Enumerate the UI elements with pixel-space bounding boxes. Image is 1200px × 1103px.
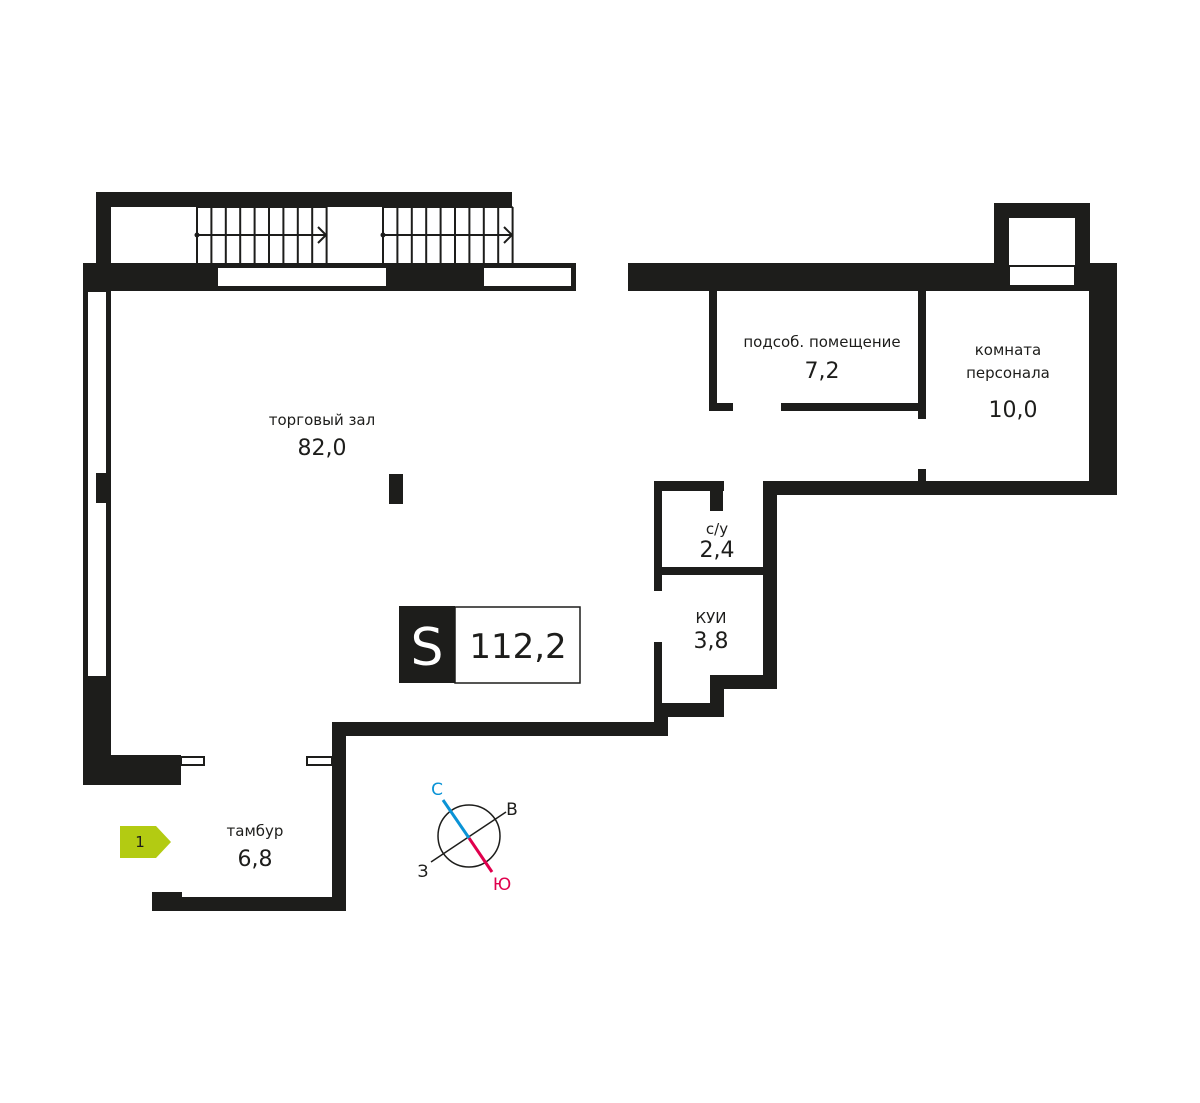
partition (654, 642, 662, 712)
window (216, 266, 388, 288)
wall-segment (83, 755, 181, 785)
wall-segment (96, 473, 111, 503)
wall-segment (152, 897, 346, 911)
room-area: 3,8 (694, 629, 729, 654)
column (389, 474, 403, 504)
room-area: 7,2 (805, 359, 840, 384)
room-vestibule: тамбур 6,8 (227, 822, 284, 872)
entrance-marker: 1 (120, 826, 171, 858)
inner-partitions (389, 291, 926, 712)
room-area: 6,8 (238, 847, 273, 872)
room-area: 2,4 (700, 538, 735, 563)
door-jamb (306, 756, 333, 766)
room-label: с/у (706, 520, 728, 538)
entrance-number: 1 (135, 833, 145, 851)
north-wall-left (83, 263, 576, 291)
wall-segment (994, 203, 1009, 273)
wall-segment (763, 481, 1117, 495)
staircase-right (380, 206, 514, 263)
partition (654, 481, 662, 591)
stair-arrow-icon (503, 226, 514, 244)
room-area: 10,0 (989, 398, 1038, 423)
stair-arrow-icon (317, 226, 328, 244)
room-label-line2: персонала (966, 364, 1050, 382)
room-label: тамбур (227, 822, 284, 840)
wall-segment (1075, 203, 1090, 273)
compass-north-line (441, 799, 471, 839)
partition (654, 481, 724, 491)
partition (918, 469, 926, 489)
door-jamb (180, 756, 205, 766)
wall-segment (1089, 263, 1117, 495)
wall-segment (710, 675, 777, 689)
wall-segment (96, 192, 111, 264)
stair-enclosure (96, 192, 512, 264)
wall-segment (654, 703, 724, 717)
area-letter-box (399, 606, 455, 683)
west-wall (83, 290, 205, 785)
wall-segment (763, 481, 777, 689)
total-area-badge: S 112,2 (399, 606, 581, 684)
wall-segment (332, 722, 668, 736)
compass-east-label: В (506, 800, 518, 820)
compass-south-line (467, 837, 494, 873)
wall-segment (152, 892, 182, 911)
partition (710, 481, 723, 511)
compass-circle (437, 804, 501, 868)
room-sales-hall: торговый зал 82,0 (269, 411, 375, 461)
entrance-arrow-icon (120, 826, 171, 858)
room-label: торговый зал (269, 411, 375, 429)
partition (709, 403, 733, 411)
window (482, 266, 573, 288)
room-staff: комната персонала 10,0 (966, 341, 1050, 423)
area-letter: S (410, 618, 443, 678)
total-area-value: 112,2 (469, 627, 566, 667)
room-label-line1: комната (975, 341, 1041, 359)
compass-south-label: Ю (493, 875, 511, 895)
south-wall (332, 263, 1117, 736)
partition (781, 403, 920, 411)
room-utility: подсоб. помещение 7,2 (743, 333, 900, 384)
partition (654, 567, 770, 575)
room-label: подсоб. помещение (743, 333, 900, 351)
wall-segment (96, 192, 512, 207)
north-wall-right (628, 203, 1117, 291)
stair-start-dot (380, 232, 386, 238)
partition (709, 291, 717, 411)
shaft-opening (1009, 218, 1075, 266)
room-label: КУИ (695, 609, 726, 627)
staircase-left (194, 206, 328, 263)
compass: С В З Ю (418, 780, 518, 895)
compass-north-label: С (431, 780, 443, 800)
room-cleaning: КУИ 3,8 (694, 609, 729, 654)
wall-segment (332, 722, 346, 911)
wall-segment (994, 203, 1090, 218)
room-wc: с/у 2,4 (700, 520, 735, 563)
partition (918, 291, 926, 419)
compass-west-label: З (418, 862, 429, 882)
vestibule-walls (152, 722, 346, 911)
area-value-box (454, 606, 581, 684)
stair-start-dot (194, 232, 200, 238)
room-area: 82,0 (298, 436, 347, 461)
window (1008, 265, 1076, 287)
